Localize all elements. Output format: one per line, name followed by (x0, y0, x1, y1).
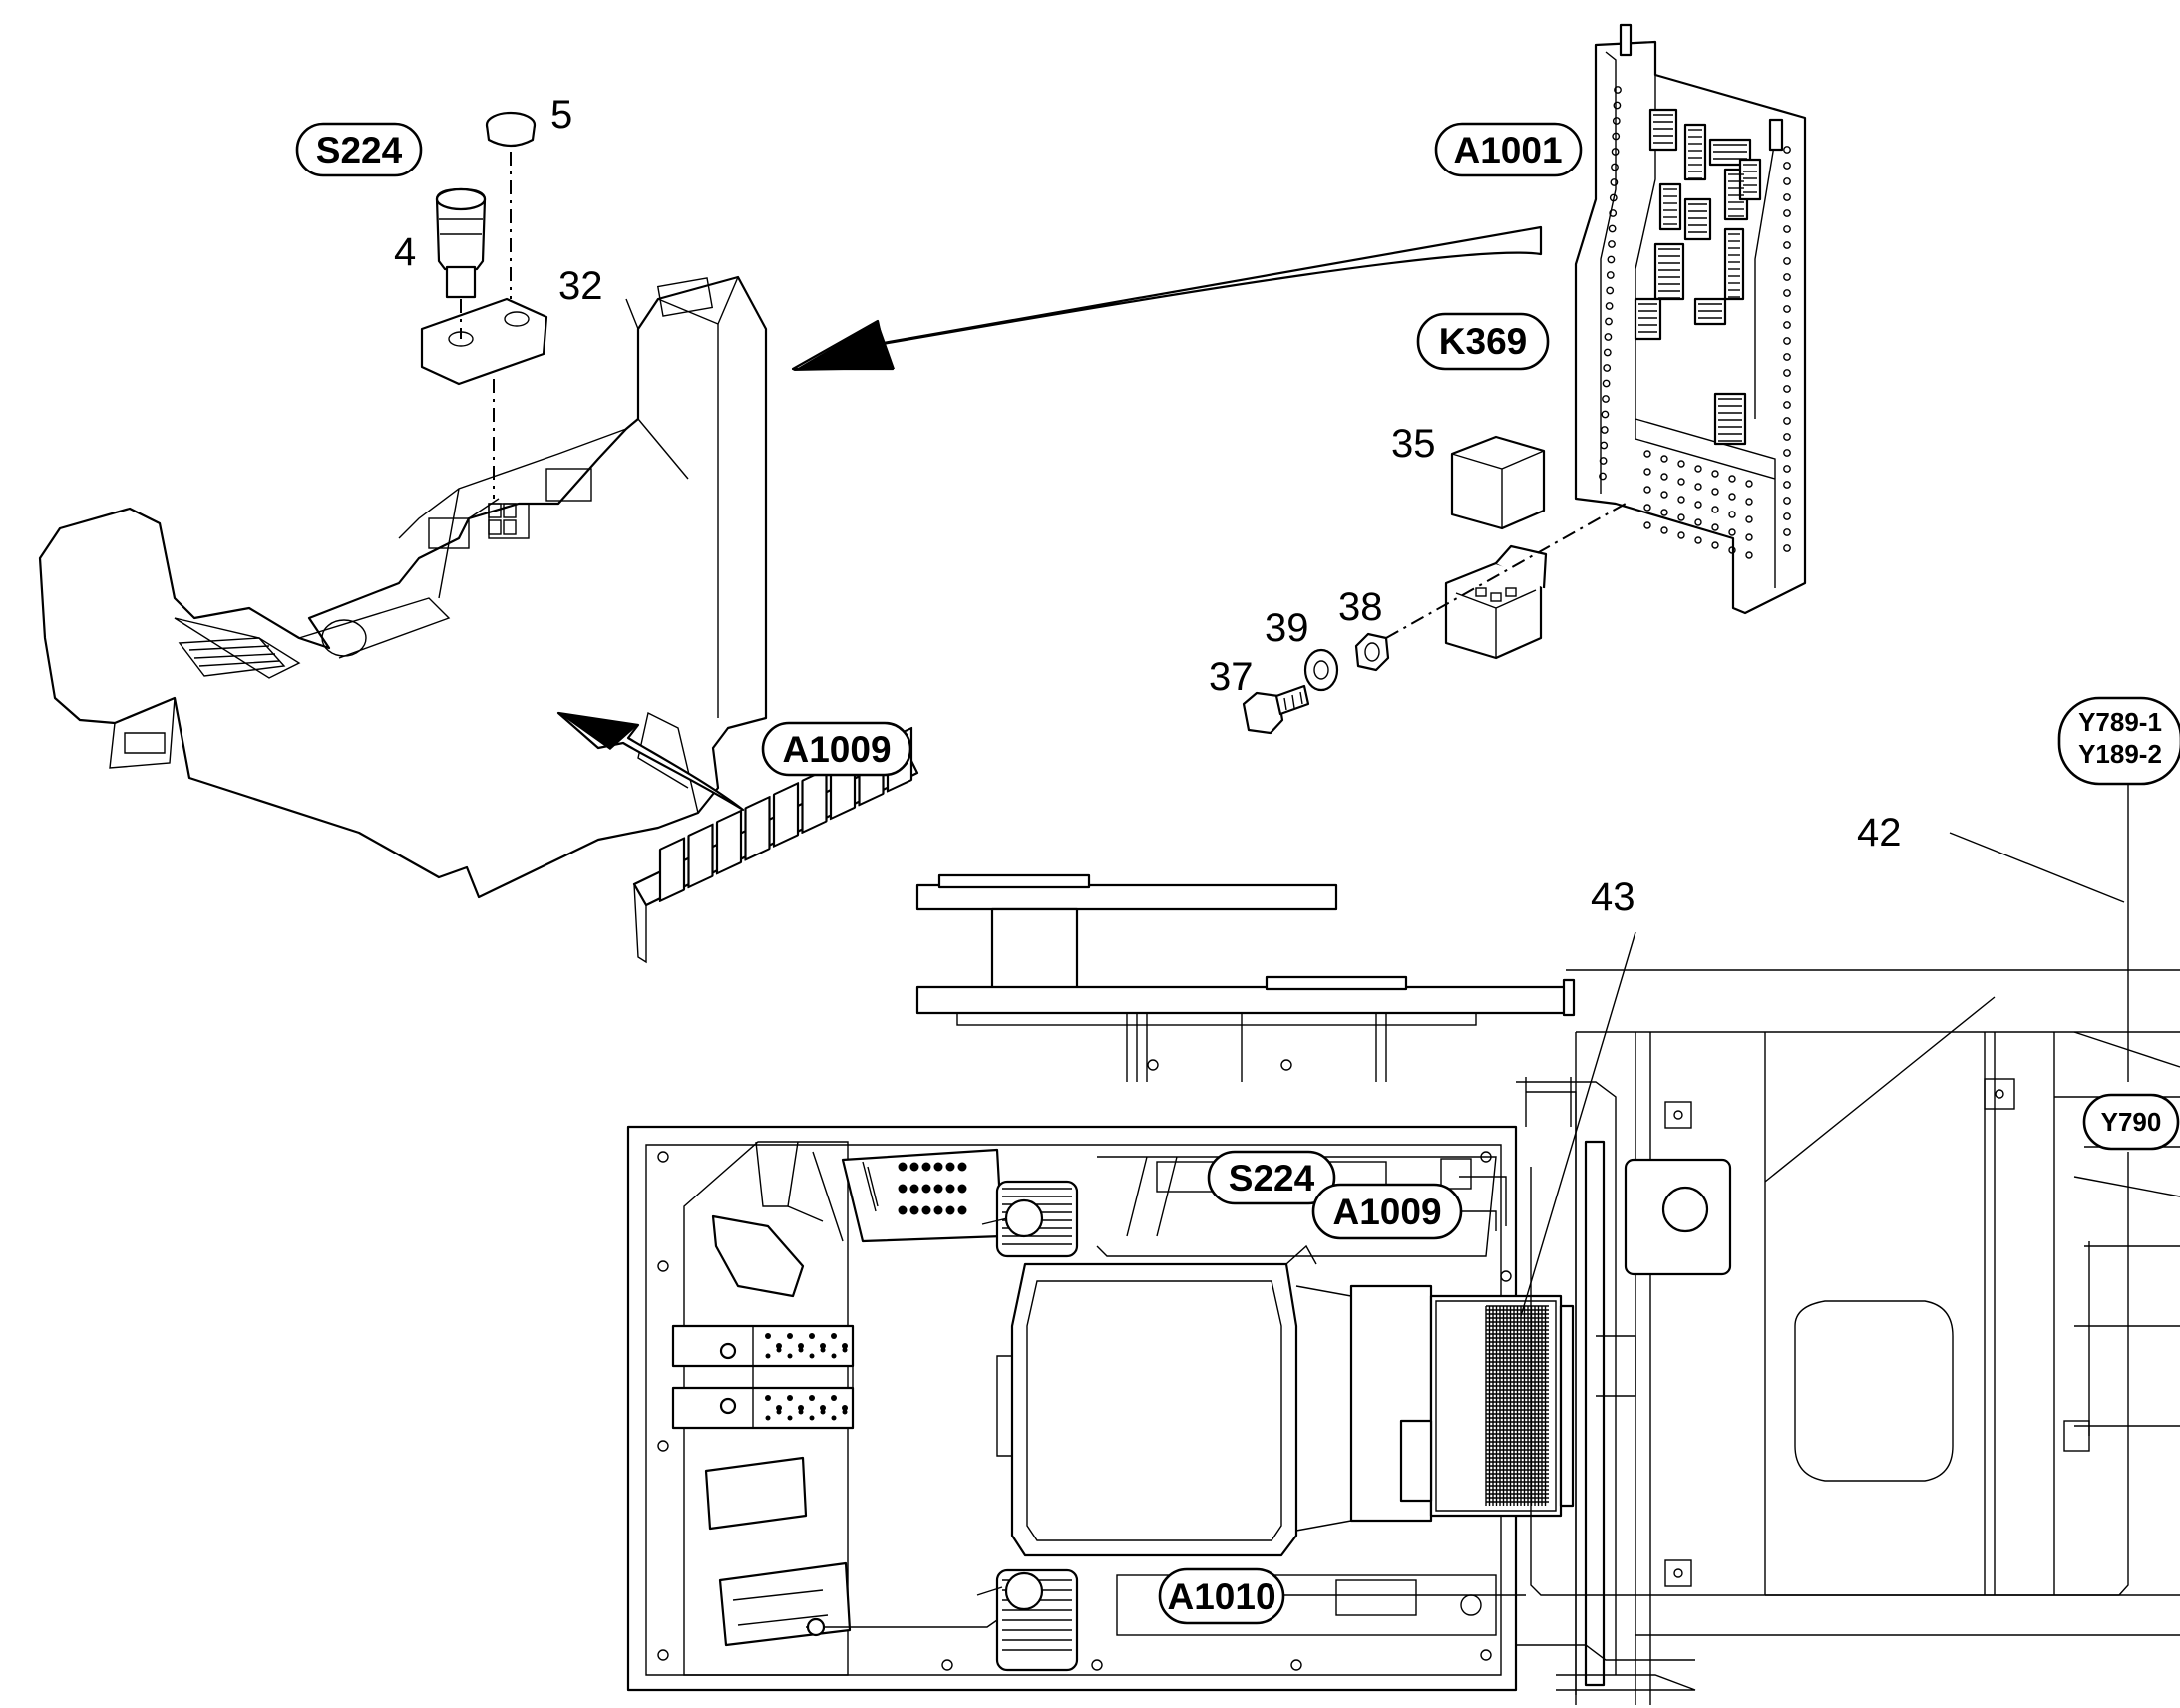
svg-text:A1010: A1010 (1167, 1576, 1275, 1617)
part-number-4: 4 (394, 230, 416, 274)
fasteners (1242, 632, 1390, 735)
svg-text:K369: K369 (1439, 321, 1527, 362)
part-number-35: 35 (1391, 422, 1436, 466)
joystick-left-bottom (976, 1568, 1079, 1672)
relay-k369 (1450, 435, 1546, 530)
joystick-panel-left (841, 1148, 1004, 1243)
part-number-42: 42 (1857, 811, 1902, 854)
joystick-left-top (981, 1180, 1079, 1258)
part-number-5: 5 (550, 93, 572, 137)
part-number-43: 43 (1591, 875, 1635, 919)
callout-s224-bottom: S224 (1207, 1150, 1336, 1205)
connector-strip-a1009 (632, 726, 919, 964)
lower-left-plates (671, 1324, 998, 1647)
machine-top-view (626, 873, 2180, 1705)
part-number-39: 39 (1265, 606, 1309, 650)
callout-a1009-bottom: A1009 (1311, 1183, 1463, 1240)
callout-a1009-top: A1009 (761, 721, 912, 777)
part-number-32: 32 (558, 264, 603, 308)
svg-text:S224: S224 (1229, 1158, 1315, 1198)
board-a1001 (1574, 23, 1807, 615)
svg-text:A1009: A1009 (1332, 1192, 1441, 1232)
callout-k369: K369 (1416, 312, 1550, 371)
callout-y790: Y790 (2082, 1093, 2180, 1151)
switch-s224-parts (420, 111, 548, 499)
leader-lines (1281, 783, 2129, 1596)
callout-a1010: A1010 (1158, 1567, 1285, 1625)
arrow-to-console (791, 225, 1543, 371)
relay-socket (1385, 503, 1627, 660)
pedal-grid (178, 637, 286, 677)
svg-text:Y789-1: Y789-1 (2078, 707, 2162, 737)
svg-text:A1001: A1001 (1453, 130, 1562, 171)
svg-text:A1009: A1009 (782, 729, 891, 770)
callout-y789-y189: Y789-1 Y189-2 (2057, 696, 2180, 786)
svg-text:Y189-2: Y189-2 (2078, 739, 2162, 769)
callout-a1001: A1001 (1434, 122, 1583, 177)
part-number-37: 37 (1209, 655, 1254, 699)
part-number-38: 38 (1338, 585, 1383, 629)
callout-s224-top: S224 (295, 122, 423, 177)
svg-text:S224: S224 (316, 130, 403, 171)
arrow-from-a1009 (556, 711, 745, 812)
svg-text:Y790: Y790 (2101, 1107, 2162, 1137)
operator-console (38, 275, 768, 899)
heater-unit (1349, 1284, 1575, 1523)
